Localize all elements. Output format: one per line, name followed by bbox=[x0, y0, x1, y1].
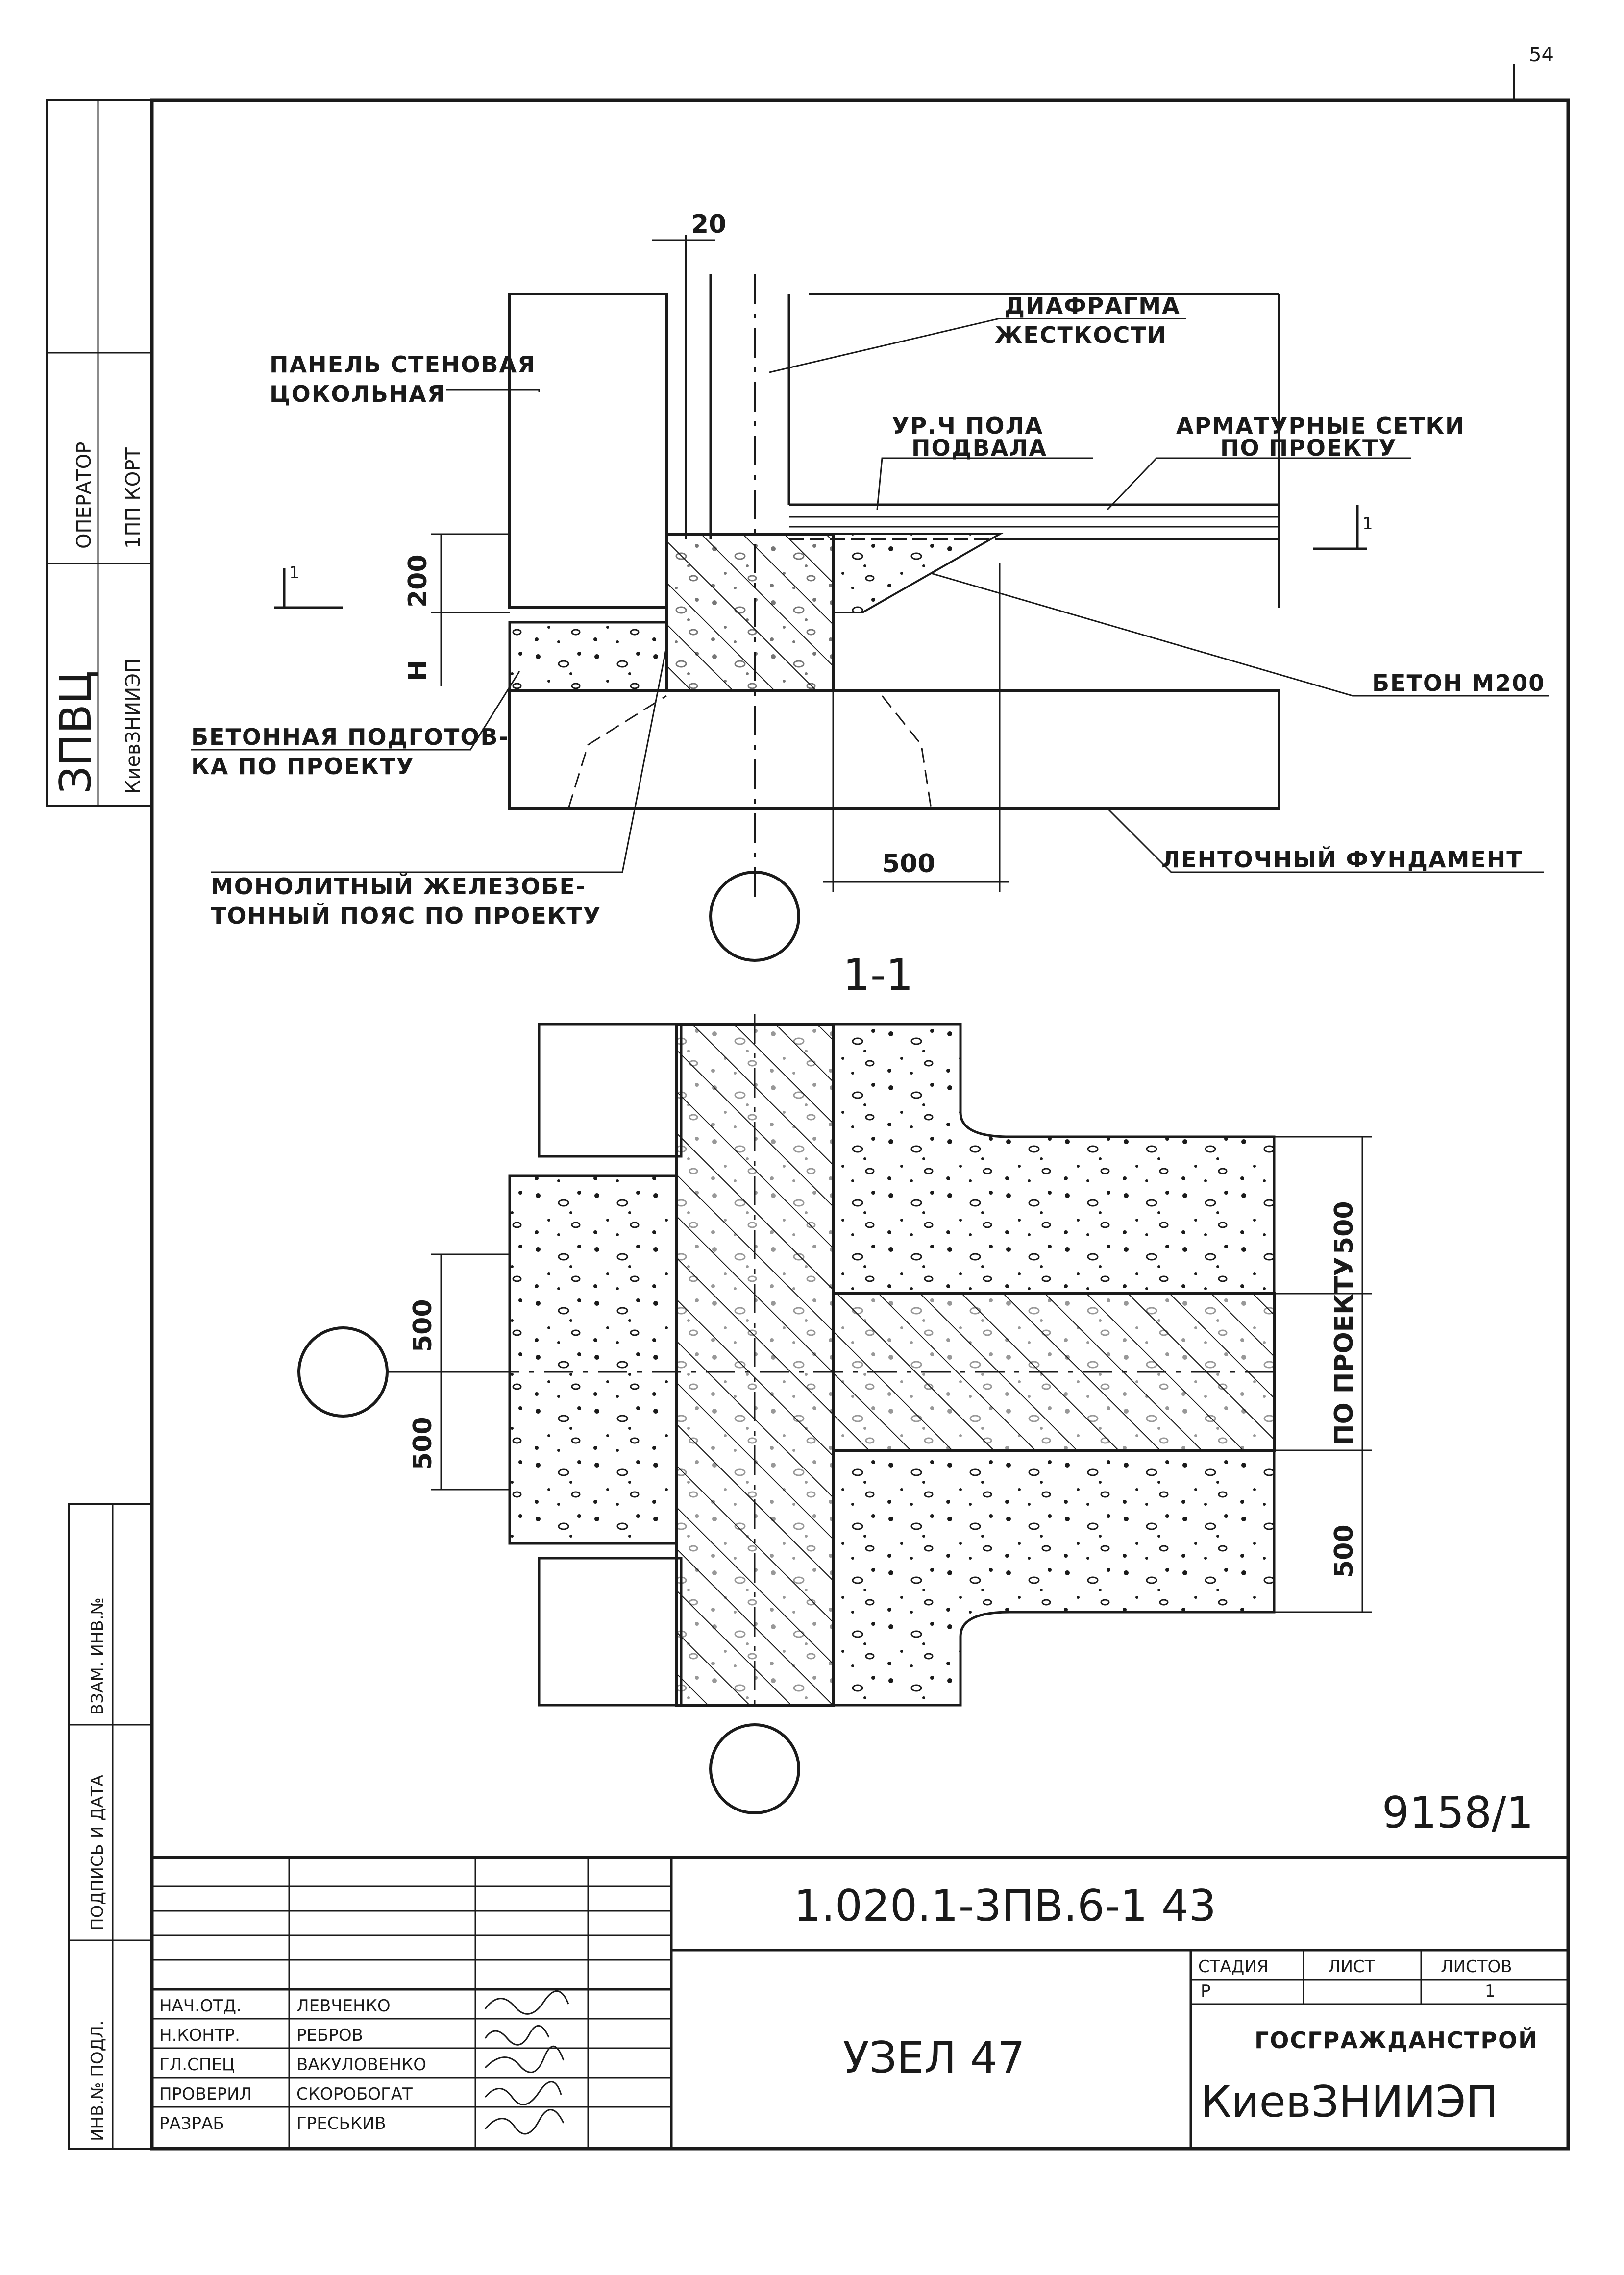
section-left-panel bbox=[508, 1174, 678, 1545]
corner-number: 54 bbox=[1529, 44, 1554, 66]
side-replace-inv: ВЗАМ. ИНВ.№ bbox=[88, 1597, 107, 1715]
dim-500-top: 500 bbox=[882, 849, 935, 879]
label-mesh-2: ПО ПРОЕКТУ bbox=[1220, 435, 1397, 461]
side-code-b: 1ПП КОРТ bbox=[122, 447, 145, 549]
side-org: КиевЗНИИЭП bbox=[122, 659, 145, 794]
label-belt-2: ТОННЫЙ ПОЯС ПО ПРОЕКТУ bbox=[211, 903, 601, 929]
name-2: РЕБРОВ bbox=[296, 2026, 363, 2045]
role-4: ПРОВЕРИЛ bbox=[159, 2084, 252, 2104]
side-code: ЗПВЦ bbox=[50, 671, 101, 794]
title-block: НАЧ.ОТД. ЛЕВЧЕНКО Н.КОНТР. РЕБРОВ ГЛ.СПЕ… bbox=[150, 1856, 1570, 2150]
side-inv-orig: ИНВ.№ ПОДЛ. bbox=[88, 2020, 107, 2141]
dim-500-right-b: 500 bbox=[1329, 1524, 1359, 1578]
label-prep-1: БЕТОННАЯ ПОДГОТОВ- bbox=[191, 724, 509, 750]
name-4: СКОРОБОГАТ bbox=[296, 2084, 413, 2104]
sheets-value: 1 bbox=[1485, 1981, 1496, 2001]
role-3: ГЛ.СПЕЦ bbox=[159, 2055, 235, 2075]
sheet-header: ЛИСТ bbox=[1328, 1957, 1375, 1977]
inventory-number: 9158/1 bbox=[1382, 1787, 1534, 1838]
label-belt-1: МОНОЛИТНЫЙ ЖЕЛЕЗОБЕ- bbox=[211, 873, 586, 900]
stage-value: Р bbox=[1201, 1981, 1211, 2001]
label-panel-1: ПАНЕЛЬ СТЕНОВАЯ bbox=[270, 351, 536, 378]
label-floor-1: УР.Ч ПОЛА bbox=[892, 413, 1043, 439]
label-strip-foundation: ЛЕНТОЧНЫЙ ФУНДАМЕНТ bbox=[1161, 846, 1523, 873]
section-lower-concrete bbox=[832, 1449, 1276, 1707]
label-diaphragm-1: ДИАФРАГМА bbox=[1005, 293, 1181, 319]
dim-500-left-b: 500 bbox=[408, 1417, 438, 1470]
section-upper-concrete bbox=[832, 1023, 1276, 1295]
role-1: НАЧ.ОТД. bbox=[159, 1996, 242, 2016]
signature-3 bbox=[484, 2045, 565, 2073]
axis-bubble-left bbox=[297, 1326, 389, 1418]
name-3: ВАКУЛОВЕНКО bbox=[296, 2055, 426, 2075]
wall-panel bbox=[508, 293, 668, 609]
stage-header: СТАДИЯ bbox=[1198, 1957, 1268, 1977]
node-detail: 200 Н 20 500 1 1 ДИАФРАГМА ЖЕСТКОСТИ ПАН… bbox=[191, 210, 1549, 962]
strip-foundation bbox=[508, 689, 1280, 810]
node-title: УЗЕЛ 47 bbox=[843, 2032, 1025, 2083]
side-sign-date: ПОДПИСЬ И ДАТА bbox=[88, 1775, 107, 1931]
section-title: 1-1 bbox=[843, 950, 913, 1000]
axis-bubble-top bbox=[709, 871, 800, 962]
label-prep-2: КА ПО ПРОЕКТУ bbox=[191, 753, 415, 780]
side-operator: ОПЕРАТОР bbox=[73, 442, 96, 549]
section-mark-left: 1 bbox=[289, 563, 300, 583]
sheets-header: ЛИСТОВ bbox=[1441, 1957, 1512, 1977]
label-diaphragm-2: ЖЕСТКОСТИ bbox=[995, 322, 1167, 348]
name-5: ГРЕСЬКИВ bbox=[296, 2114, 386, 2133]
signature-1 bbox=[484, 1990, 569, 2015]
section-1-1: 1-1 500 500 500 ПО ПР bbox=[297, 950, 1372, 1814]
signature-5 bbox=[484, 2109, 565, 2135]
name-1: ЛЕВЧЕНКО bbox=[296, 1996, 391, 2016]
label-mesh-1: АРМАТУРНЫЕ СЕТКИ bbox=[1176, 413, 1465, 439]
role-5: РАЗРАБ bbox=[159, 2114, 224, 2133]
dim-500-right-a: 500 bbox=[1329, 1201, 1359, 1254]
designation: 1.020.1-3ПВ.6-1 43 bbox=[794, 1881, 1216, 1931]
concrete-wedge bbox=[832, 533, 1004, 613]
axis-bubble-bottom bbox=[709, 1723, 800, 1814]
section-mark-right: 1 bbox=[1362, 514, 1373, 534]
dim-h: Н bbox=[403, 660, 433, 681]
dim-20: 20 bbox=[691, 210, 726, 239]
org-name-2: КиевЗНИИЭП bbox=[1201, 2077, 1499, 2127]
role-2: Н.КОНТР. bbox=[159, 2026, 240, 2045]
org-name-1: ГОСГРАЖДАНСТРОЙ bbox=[1255, 2027, 1538, 2054]
signature-4 bbox=[484, 2081, 562, 2105]
label-panel-2: ЦОКОЛЬНАЯ bbox=[270, 381, 445, 407]
dim-200: 200 bbox=[403, 554, 433, 608]
dim-by-project: ПО ПРОЕКТУ bbox=[1329, 1257, 1359, 1445]
concrete-preparation bbox=[508, 621, 668, 692]
left-side-strip: ЗПВЦ КиевЗНИИЭП 1ПП КОРТ ОПЕРАТОР ИНВ.№ … bbox=[46, 99, 153, 2150]
label-floor-2: ПОДВАЛА bbox=[911, 435, 1047, 461]
dim-500-left-a: 500 bbox=[408, 1299, 438, 1352]
label-concrete-m200: БЕТОН М200 bbox=[1372, 670, 1545, 696]
signature-2 bbox=[484, 2025, 550, 2046]
